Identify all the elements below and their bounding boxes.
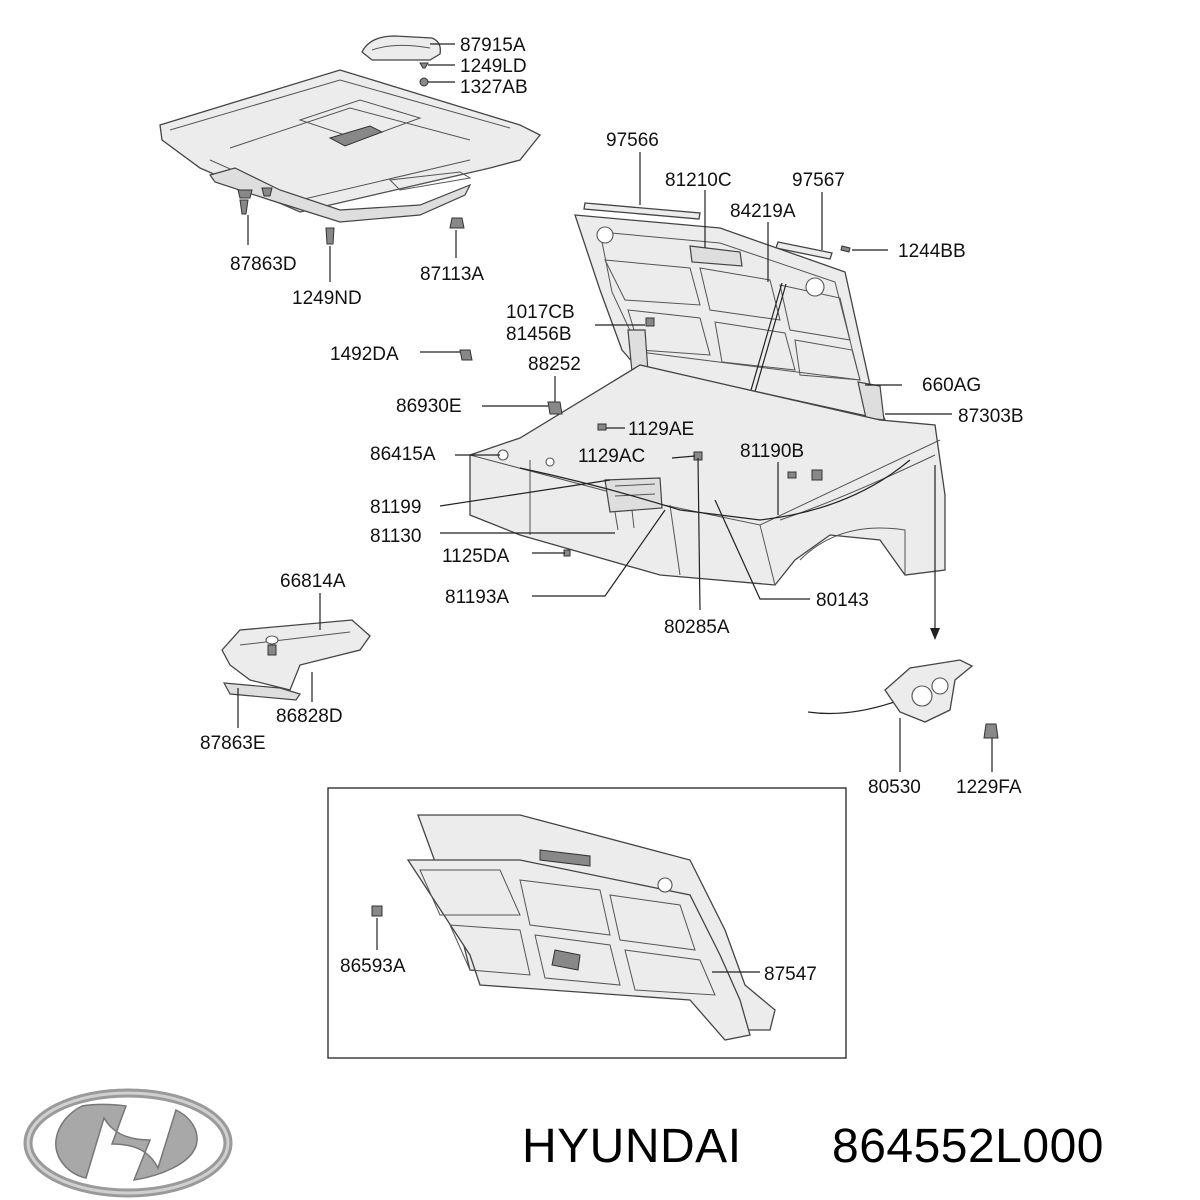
label-1492da: 1492DA [330,344,399,365]
label-1249nd: 1249ND [292,288,362,309]
label-81190b: 81190B [740,441,804,462]
pad-87863e-shape [222,682,301,701]
detail-box-frame [327,787,847,1059]
label-86828d: 86828D [276,706,343,727]
label-80530: 80530 [868,777,921,798]
part-number: 864552L000 [832,1120,1104,1173]
label-1244bb: 1244BB [898,241,966,262]
label-87113a: 87113A [420,264,484,285]
insulator-87547-shape [406,859,751,1041]
label-1229fa: 1229FA [956,777,1022,798]
label-1249ld: 1249LD [460,56,527,77]
release-cable-shape [519,459,911,521]
hood-latch-81210c-shape [689,245,743,267]
release-handle-drawing [807,659,999,739]
label-1129ac: 1129AC [578,446,645,467]
label-81193a: 81193A [445,587,509,608]
nut-1327ab-shape [419,77,429,87]
clip-87113a-shape [449,217,465,229]
label-86930e: 86930E [396,396,462,417]
label-87915a: 87915A [460,35,526,56]
label-84219a: 84219A [730,201,796,222]
clip-1249ld-shape [419,62,429,69]
label-86593a: 86593A [340,956,406,977]
label-80285a: 80285A [664,617,730,638]
label-81130: 81130 [370,526,421,547]
label-87547: 87547 [764,964,817,985]
pad-66814a-drawing [221,619,371,701]
leader-lines [237,43,993,973]
label-81210c: 81210C [665,170,732,191]
hood-and-body-drawing [459,202,946,640]
label-1327ab: 1327AB [460,77,528,98]
front-body-shape [469,364,946,586]
label-87863d: 87863D [230,254,297,275]
label-80143: 80143 [816,590,869,611]
clip-1492da-shape [459,349,473,361]
label-1017cb: 1017CB [506,302,575,323]
label-81199: 81199 [370,497,421,518]
label-66814a: 66814A [280,571,346,592]
detail-box [327,787,847,1059]
stud-1249nd-shape [325,227,335,245]
label-86415a: 86415A [370,444,436,465]
label-81456b: 81456B [506,324,572,345]
hood-insulator-drawing [159,35,542,245]
pad-66814a-shape [221,619,371,691]
label-1125da: 1125DA [442,546,510,567]
label-87303b: 87303B [958,406,1024,427]
insulator-under-bracket-shape [209,167,472,223]
part-labels: 87915A 1249LD 1327AB 97566 81210C 97567 … [200,35,1024,985]
weatherstrip-97566-shape [583,202,701,220]
label-660ag: 660AG [922,375,981,396]
cover-cap-shape [361,35,441,61]
hyundai-logo-icon [23,1088,233,1198]
label-87863e: 87863E [200,733,266,754]
clip-1229fa-shape [983,723,999,739]
label-97567: 97567 [792,170,845,191]
weatherstrip-97567-shape [775,241,833,260]
label-1129ae: 1129AE [628,419,694,440]
clip-86593a-shape [371,905,383,917]
brand-name: HYUNDAI [522,1120,742,1173]
label-88252: 88252 [528,354,581,375]
label-97566: 97566 [606,130,659,151]
